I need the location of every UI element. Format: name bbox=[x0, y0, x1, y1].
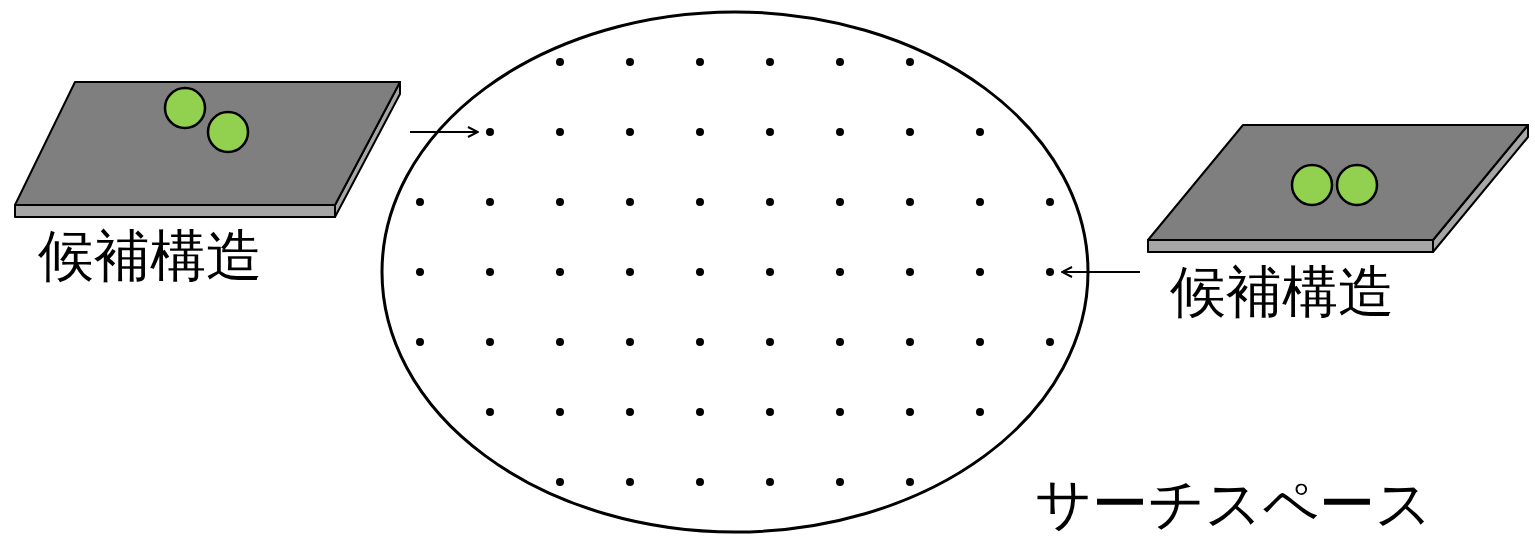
arrow-connector bbox=[410, 131, 478, 133]
search-space-ellipse bbox=[382, 12, 1088, 532]
search-point-grid bbox=[380, 10, 1090, 534]
candidate-plate bbox=[15, 82, 400, 217]
candidate-structure: 候補構造 bbox=[10, 75, 410, 297]
node-label: サーチスペース bbox=[1035, 470, 1432, 537]
node-label: 候補構造 bbox=[38, 222, 262, 289]
search-space-outline bbox=[380, 10, 1090, 534]
candidate-plate bbox=[1148, 125, 1528, 252]
candidate-structure: 候補構造 bbox=[1140, 118, 1530, 333]
search-space: サーチスペース bbox=[380, 10, 1090, 534]
arrow-connector bbox=[1062, 271, 1140, 273]
node-label: 候補構造 bbox=[1170, 258, 1394, 325]
